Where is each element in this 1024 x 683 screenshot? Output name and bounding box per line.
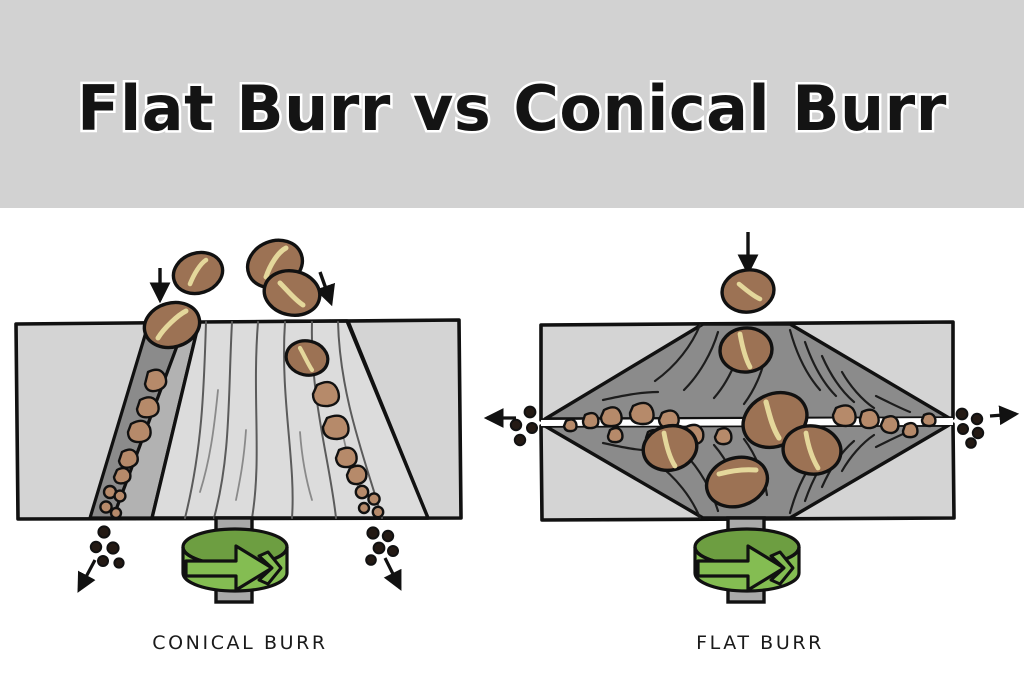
coffee-bean-entering [142,300,202,350]
conical-grounds-right [311,380,385,519]
coffee-bean-lower-center [704,455,770,509]
coffee-bean-lower-right [781,424,843,476]
conical-output-arrow-right-icon [383,557,402,591]
conical-output-grounds-left [89,525,125,569]
rotation-direction-indicator-conical [181,527,289,593]
conical-grounds-left [99,368,168,520]
title-banner [0,0,1024,208]
coffee-bean-falling-1 [171,250,225,296]
flat-burr-caption: FLAT BURR [696,632,824,654]
coffee-bean-in-channel [284,339,330,377]
flat-output-arrow-right-icon [989,405,1020,426]
coffee-bean-upper-center [718,326,774,374]
flat-burr-group [483,232,1020,604]
flat-output-grounds-left [509,405,538,447]
coffee-bean-falling-3 [262,269,322,317]
coffee-bean-above-flat [720,268,776,314]
flat-output-grounds-right [955,407,985,449]
page-title: Flat Burr vs Conical Burr [75,70,949,148]
conical-output-grounds-right [365,526,399,566]
bean-input-arrow-right-icon [315,271,336,307]
conical-burr-caption: CONICAL BURR [152,632,328,654]
coffee-bean-lower-left [641,423,699,473]
conical-output-arrow-left-icon [77,559,97,593]
rotation-direction-indicator-flat [693,527,801,593]
conical-burr-group [14,238,463,604]
